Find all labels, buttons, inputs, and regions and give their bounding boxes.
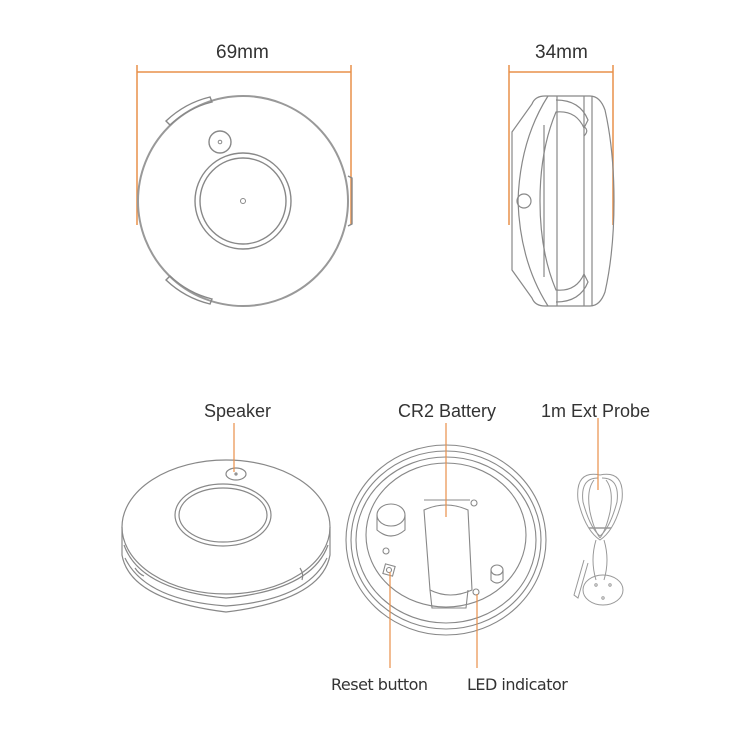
width-dimension-line <box>136 65 352 225</box>
width-dimension-label: 69mm <box>216 42 269 63</box>
callout-leader-lines <box>233 418 599 668</box>
side-view-device <box>511 95 615 307</box>
speaker-label: Speaker <box>204 401 272 421</box>
depth-dimension-line <box>508 65 614 225</box>
external-probe <box>573 473 624 606</box>
led-indicator-label: LED indicator <box>467 675 568 694</box>
probe-label: 1m Ext Probe <box>541 401 651 421</box>
depth-dimension-label: 34mm <box>535 42 588 63</box>
cr2-battery-label: CR2 Battery <box>398 401 497 421</box>
top-view-device <box>137 95 353 307</box>
reset-button-label: Reset button <box>331 675 428 694</box>
perspective-device <box>121 459 331 613</box>
